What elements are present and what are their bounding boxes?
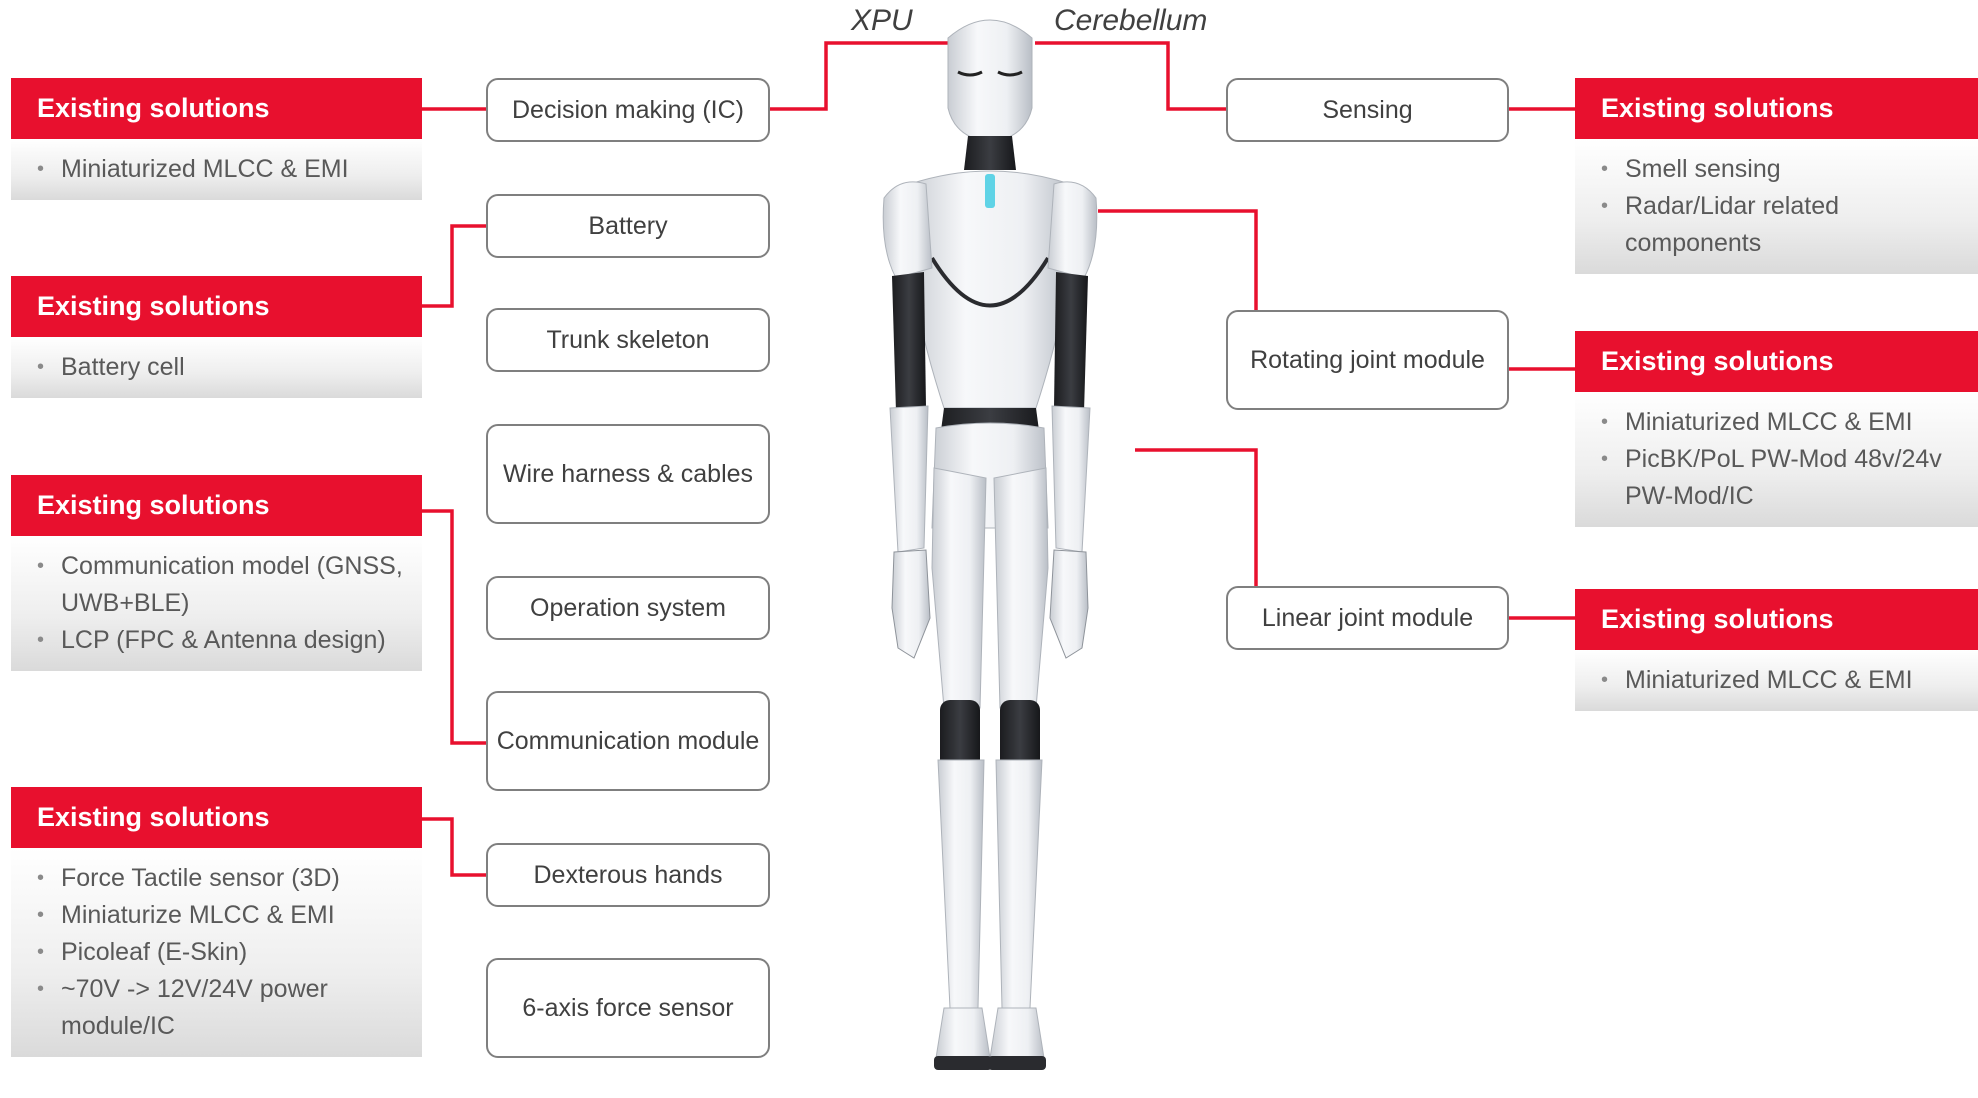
- cerebellum-label: Cerebellum: [1054, 4, 1208, 37]
- solution-item: Miniaturized MLCC & EMI: [37, 151, 412, 188]
- solution-card-right-2: Existing solutions Miniaturized MLCC & E…: [1575, 331, 1978, 527]
- solution-header: Existing solutions: [11, 475, 422, 536]
- solution-item: Miniaturized MLCC & EMI: [1601, 404, 1968, 441]
- connector-solution2-battery: [422, 224, 486, 308]
- solution-card-left-4: Existing solutions Force Tactile sensor …: [11, 787, 422, 1057]
- solution-item: ~70V -> 12V/24V power module/IC: [37, 971, 412, 1045]
- solution-header: Existing solutions: [11, 276, 422, 337]
- solution-header: Existing solutions: [1575, 589, 1978, 650]
- module-communication: Communication module: [486, 691, 770, 791]
- solution-item: PicBK/PoL PW-Mod 48v/24v PW-Mod/IC: [1601, 441, 1968, 515]
- solution-header: Existing solutions: [11, 787, 422, 848]
- solution-header: Existing solutions: [1575, 331, 1978, 392]
- module-6-axis-force-sensor: 6-axis force sensor: [486, 958, 770, 1058]
- solution-card-left-3: Existing solutions Communication model (…: [11, 475, 422, 671]
- solution-card-right-3: Existing solutions Miniaturized MLCC & E…: [1575, 589, 1978, 711]
- module-operation-system: Operation system: [486, 576, 770, 640]
- solution-item: Force Tactile sensor (3D): [37, 860, 412, 897]
- solution-item: Miniaturize MLCC & EMI: [37, 897, 412, 934]
- module-linear-joint: Linear joint module: [1226, 586, 1509, 650]
- solution-item: Communication model (GNSS, UWB+BLE): [37, 548, 412, 622]
- module-battery: Battery: [486, 194, 770, 258]
- solution-item: Battery cell: [37, 349, 412, 386]
- solution-card-left-1: Existing solutions Miniaturized MLCC & E…: [11, 78, 422, 200]
- solution-item: Picoleaf (E-Skin): [37, 934, 412, 971]
- solution-card-left-2: Existing solutions Battery cell: [11, 276, 422, 398]
- xpu-label: XPU: [851, 4, 913, 37]
- connector-solution3-comm: [422, 509, 486, 745]
- connector-solution4-hands: [422, 817, 486, 877]
- solution-item: Smell sensing: [1601, 151, 1968, 188]
- module-wire-harness: Wire harness & cables: [486, 424, 770, 524]
- solution-header: Existing solutions: [1575, 78, 1978, 139]
- solution-item: Miniaturized MLCC & EMI: [1601, 662, 1968, 699]
- humanoid-robot-illustration: [882, 19, 1098, 1070]
- module-decision-making: Decision making (IC): [486, 78, 770, 142]
- module-rotating-joint: Rotating joint module: [1226, 310, 1509, 410]
- solution-item: LCP (FPC & Antenna design): [37, 622, 412, 659]
- solution-item: Radar/Lidar related components: [1601, 188, 1968, 262]
- module-sensing: Sensing: [1226, 78, 1509, 142]
- module-dexterous-hands: Dexterous hands: [486, 843, 770, 907]
- connector-elbow-linear: [1135, 448, 1258, 586]
- module-trunk-skeleton: Trunk skeleton: [486, 308, 770, 372]
- solution-header: Existing solutions: [11, 78, 422, 139]
- solution-card-right-1: Existing solutions Smell sensing Radar/L…: [1575, 78, 1978, 274]
